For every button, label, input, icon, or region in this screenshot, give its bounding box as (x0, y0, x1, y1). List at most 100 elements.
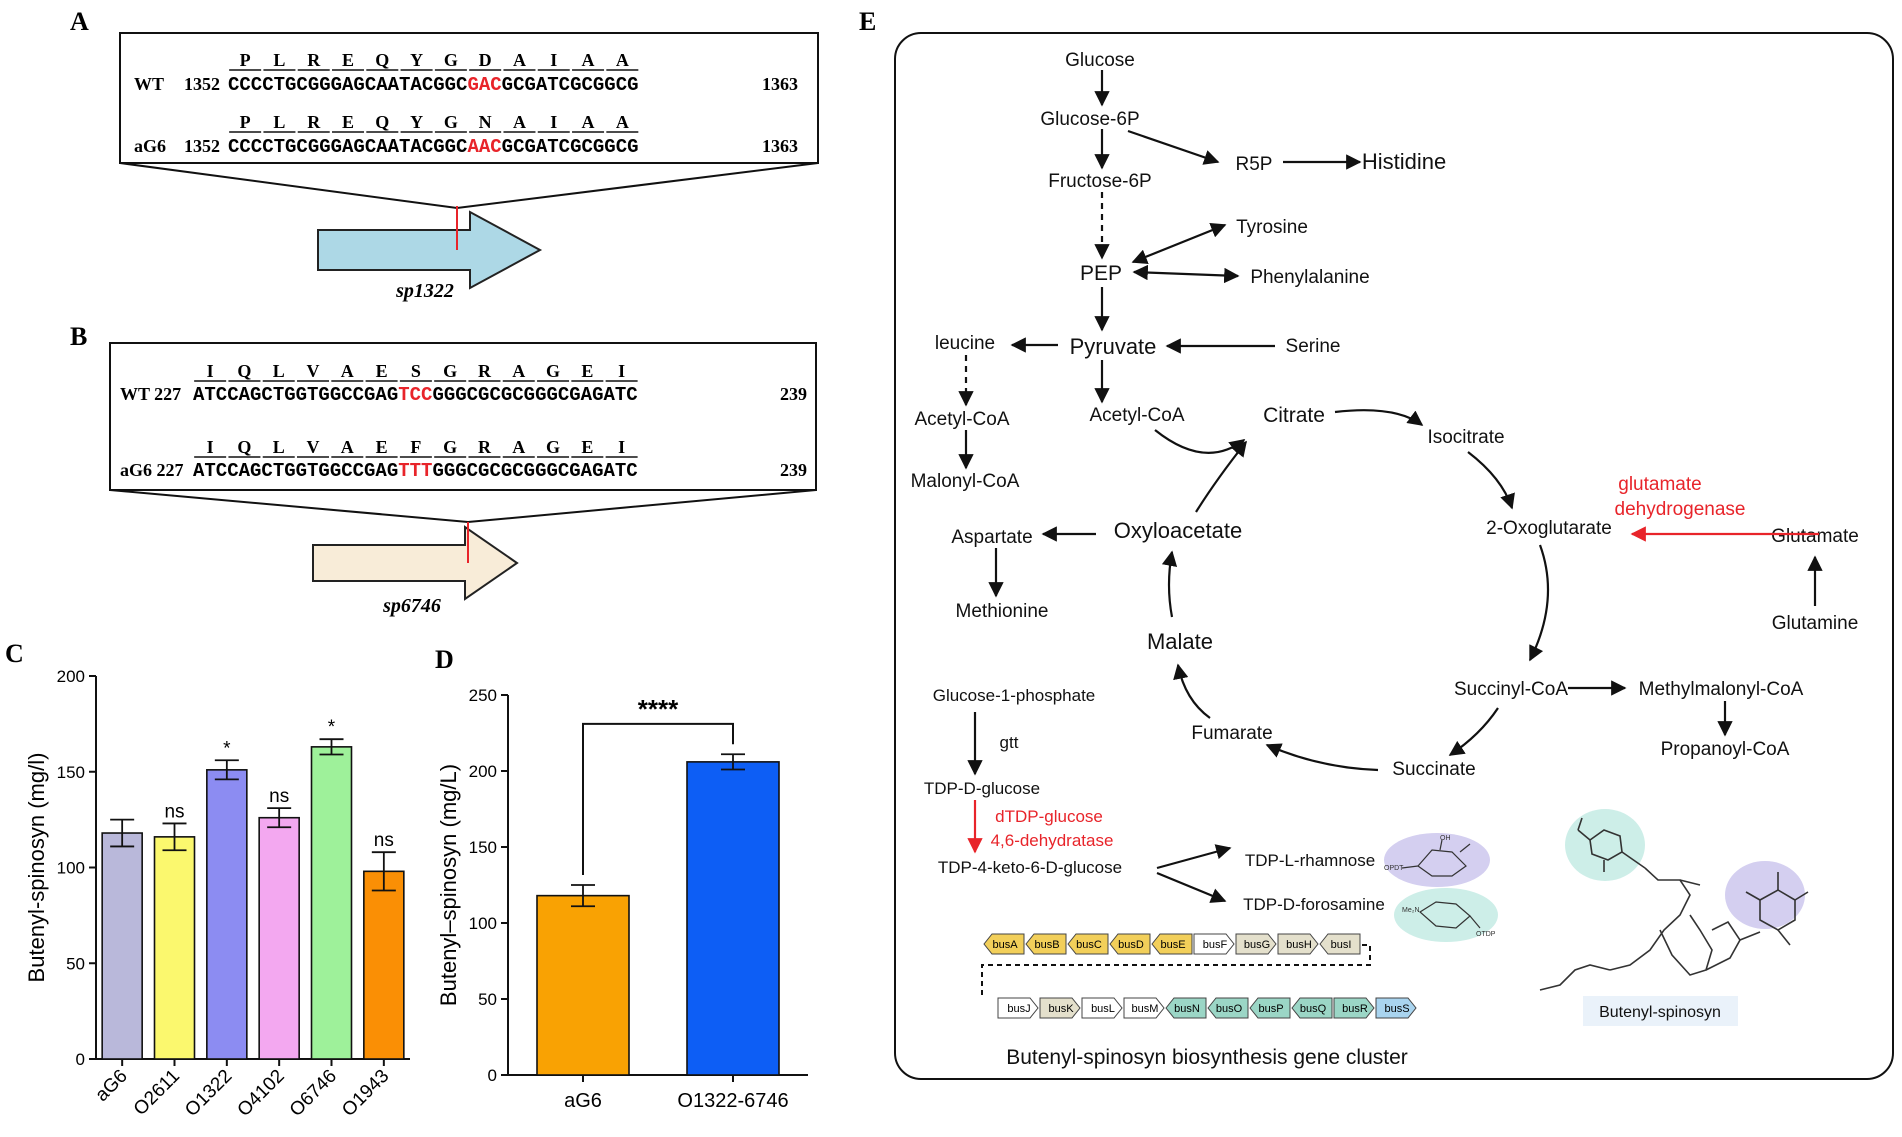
node-tdp-d-glucose: TDP-D-glucose (924, 779, 1040, 798)
panel-a-letter: A (70, 7, 89, 36)
y-tick-label: 50 (478, 990, 497, 1009)
amino-acid-label: A (616, 50, 629, 70)
panel-b: B WT 227 ATCCAGCTGGTGGCCGAGTCCGGGCGCGCGG… (70, 322, 817, 617)
gene-arrow-busJ (997, 997, 1039, 1019)
bar (686, 761, 780, 1076)
amino-acid-label: I (618, 361, 625, 381)
gene-arrow-busG (1235, 933, 1277, 955)
amino-acid-label: D (479, 50, 492, 70)
arrow-pep-tyrosine (1131, 223, 1227, 264)
amino-acid-label: V (307, 361, 320, 381)
amino-acid-label: I (207, 437, 214, 457)
y-tick-label: 150 (469, 838, 497, 857)
panel-c-letter: C (5, 639, 24, 668)
amino-acid-label: N (479, 112, 492, 132)
amino-acid-label: L (273, 437, 285, 457)
node-tdp-d-forosamine: TDP-D-forosamine (1243, 895, 1385, 914)
gene-label-busM: busM (1132, 1003, 1159, 1015)
node-succinate: Succinate (1392, 759, 1475, 780)
node-leucine: leucine (935, 333, 995, 354)
arrow-malate-oxyloacetate (1161, 550, 1178, 618)
node-malonyl-coa: Malonyl-CoA (911, 471, 1020, 492)
amino-acid-label: F (410, 437, 421, 457)
node-isocitrate: Isocitrate (1427, 427, 1504, 448)
amino-acid-label: R (478, 361, 492, 381)
y-tick-label: 150 (57, 763, 85, 782)
rhamnose-structure-highlight (1384, 833, 1490, 887)
enzyme-dtdp-glucose-line2: 4,6-dehydratase (991, 831, 1114, 850)
y-tick-label: 50 (66, 954, 85, 973)
mol-label-otdp: OTDP (1476, 931, 1496, 938)
node-glutamine: Glutamine (1772, 613, 1859, 634)
gene-label-busG: busG (1244, 939, 1270, 951)
mut-start-a: 1352 (184, 136, 220, 156)
node-citrate: Citrate (1263, 404, 1325, 427)
wt-end-b: 239 (780, 384, 807, 404)
mol-label-me2n: Me₂N (1402, 907, 1420, 914)
amino-acid-label: R (478, 437, 492, 457)
gene-arrow-busQ (1291, 997, 1333, 1019)
amino-acid-label: S (411, 361, 421, 381)
gene-arrow-busL (1081, 997, 1123, 1019)
x-tick-label: O1943 (338, 1066, 393, 1121)
node-methionine: Methionine (956, 601, 1049, 622)
y-axis-label: Butenyl-spinosyn (mg/l) (24, 753, 49, 983)
enzyme-dtdp-glucose-line1: dTDP-glucose (995, 807, 1103, 826)
gene-label-busL: busL (1091, 1003, 1115, 1015)
wt-seq-post-b: GGGCGCGCGGGCGAGATC (432, 384, 637, 406)
mol-label-opdt: OPDT (1384, 865, 1404, 872)
amino-acid-label: I (550, 112, 557, 132)
node-fructose-6p: Fructose-6P (1048, 171, 1151, 192)
gene-arrow-busI (1319, 933, 1361, 955)
gene-label-busE: busE (1160, 939, 1185, 951)
amino-acid-label: A (512, 361, 525, 381)
y-tick-label: 0 (488, 1066, 497, 1085)
amino-acid-label: I (207, 361, 214, 381)
cluster-caption: Butenyl-spinosyn biosynthesis gene clust… (1006, 1046, 1408, 1069)
amino-acid-label: E (581, 361, 593, 381)
arrow-keto-forosamine (1156, 871, 1227, 903)
mut-seq-pre-a: CCCCTGCGGGAGCAATACGGC (228, 136, 467, 158)
spinosyn-rhamnose-highlight (1725, 861, 1805, 929)
wt-seq-post-a: GCGATCGCGGCG (502, 74, 639, 96)
gene-label-busB: busB (1034, 939, 1059, 951)
amino-acid-label: E (376, 361, 388, 381)
amino-acid-label: Y (410, 50, 423, 70)
significance-stars: **** (638, 694, 679, 724)
zoom-lines-a (119, 162, 819, 210)
node-histidine: Histidine (1362, 149, 1446, 174)
bar (258, 816, 300, 1060)
node-phenylalanine: Phenylalanine (1250, 267, 1369, 288)
bar (536, 894, 630, 1076)
amino-acid-label: L (273, 50, 285, 70)
mol-label-oh: OH (1440, 835, 1451, 842)
wt-start-a: 1352 (184, 74, 220, 94)
arrow-oxoglutarate-succinylcoa (1529, 544, 1550, 662)
gene-arrow-busM (1123, 997, 1165, 1019)
x-tick-label: O2611 (130, 1066, 184, 1120)
node-acetyl-coa: Acetyl-CoA (1089, 405, 1184, 426)
amino-acid-label: Q (375, 50, 389, 70)
cluster-connector (981, 944, 1371, 998)
amino-acid-label: R (307, 50, 321, 70)
gene-label-sp6746: sp6746 (382, 595, 441, 617)
gene-label-busR: busR (1342, 1003, 1368, 1015)
node-tyrosine: Tyrosine (1236, 217, 1308, 238)
amino-acid-label: E (376, 437, 388, 457)
amino-acid-label: Q (237, 437, 251, 457)
gene-label-busN: busN (1174, 1003, 1200, 1015)
panel-a-sequence-box (119, 32, 819, 164)
arrow-oxyloacetate-citrate (1195, 440, 1247, 513)
panel-e: E Glucose Glucose-6P Fructose-6P R5P His… (859, 7, 1894, 1080)
y-tick-label: 200 (469, 762, 497, 781)
mut-label-a: aG6 (134, 136, 166, 156)
bar (101, 832, 143, 1060)
y-tick-label: 0 (76, 1050, 85, 1069)
spinosyn-forosamine-highlight (1565, 809, 1645, 881)
arrow-pep-phenylalanine (1132, 264, 1240, 284)
gene-label-sp1322: sp1322 (395, 280, 454, 302)
